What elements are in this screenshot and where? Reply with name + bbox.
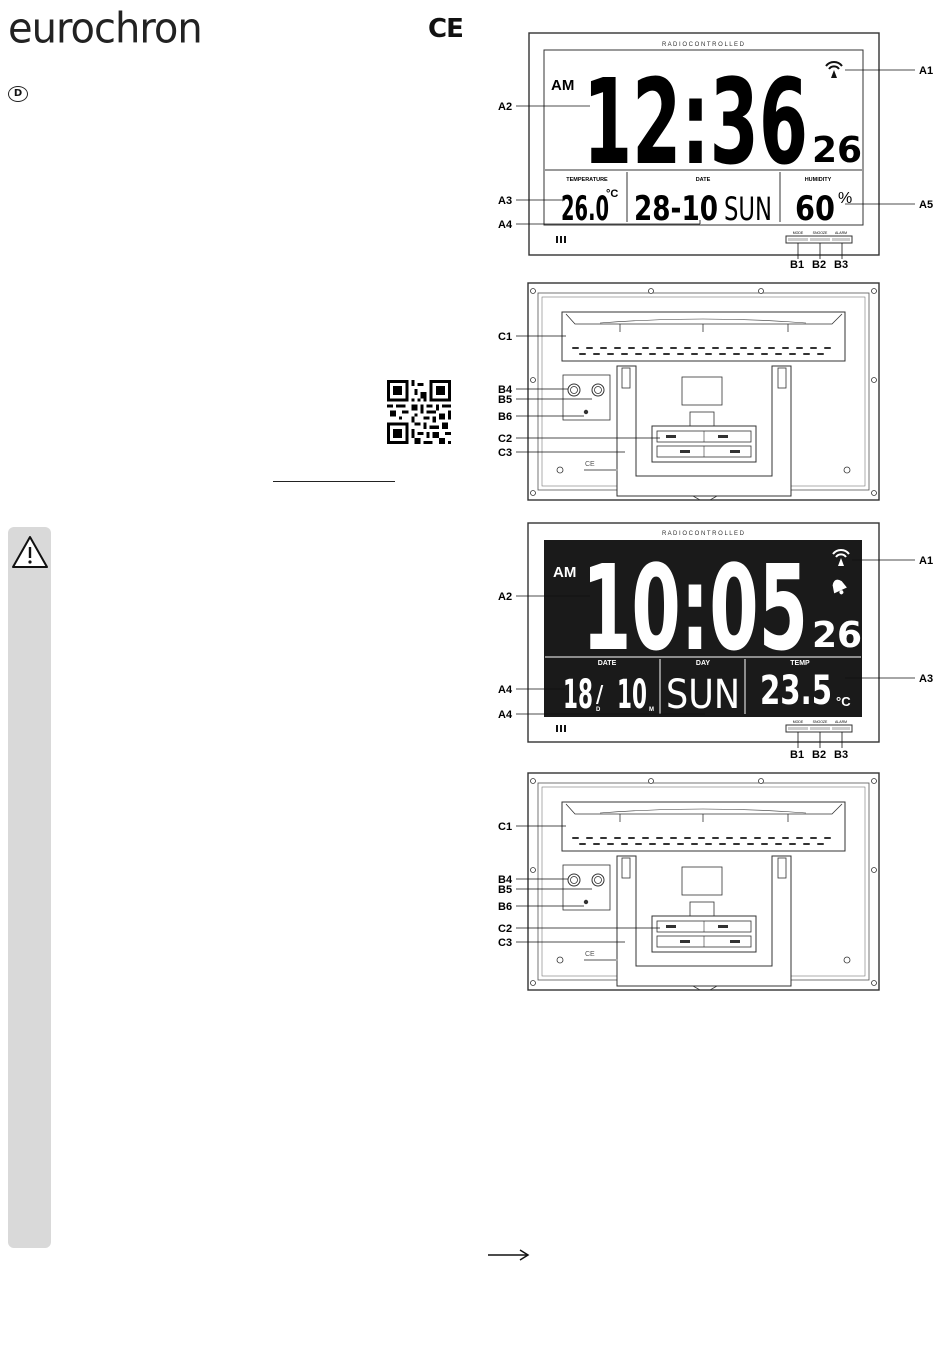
callout-C3: C3	[498, 447, 512, 459]
clock1-seconds: 26	[812, 130, 862, 171]
callout-B5-2: B5	[498, 884, 512, 896]
callout-C3-2: C3	[498, 937, 512, 949]
callout-B3-2: B3	[834, 749, 848, 761]
callout-B5: B5	[498, 394, 512, 406]
svg-text:ALARM: ALARM	[835, 231, 847, 235]
callout-A4-2: A4	[498, 684, 513, 696]
clock2-mode-button[interactable]	[788, 727, 808, 730]
callout-C1-2: C1	[498, 821, 512, 833]
callout-B3: B3	[834, 259, 848, 271]
callout-B6-2: B6	[498, 901, 512, 913]
clock2-front: R A D I O C O N T R O L L E D AM 10:05 2…	[527, 522, 880, 743]
clock2-temp-label: TEMP	[790, 660, 810, 667]
clock1-ampm: AM	[551, 77, 574, 94]
back-ce-mark: CE	[585, 461, 595, 468]
svg-text:ALARM: ALARM	[835, 720, 847, 724]
callout-A4-3: A4	[498, 709, 513, 721]
clock2-day: SUN	[666, 672, 740, 718]
callout-A4: A4	[498, 219, 513, 231]
bell-icon	[832, 579, 847, 595]
callout-A3: A3	[498, 195, 512, 207]
callout-C1: C1	[498, 331, 512, 343]
svg-text:MODE: MODE	[793, 720, 804, 724]
svg-text:MODE: MODE	[793, 231, 804, 235]
clock2-radio-label: R A D I O C O N T R O L L E D	[662, 531, 745, 537]
clock1-mode-button[interactable]	[788, 238, 808, 241]
callout-B2: B2	[812, 259, 826, 271]
clock1-alarm-button[interactable]	[832, 238, 850, 241]
clock1-date-label: DATE	[696, 177, 711, 183]
radio-signal-icon	[825, 61, 843, 78]
svg-text:SNOOZE: SNOOZE	[813, 720, 828, 724]
clock2-date-day: 18	[563, 672, 593, 718]
clock2-ampm: AM	[553, 564, 576, 581]
clock1-temp-value: 26.0	[561, 189, 609, 229]
clock2-time: 10:05	[582, 539, 808, 677]
clock2-seconds: 26	[812, 615, 862, 656]
clock1-temp-label: TEMPERATURE	[566, 177, 608, 183]
clock1-time: 12:36	[583, 53, 808, 191]
callout-B1-2: B1	[790, 749, 804, 761]
clock2-date-label: DATE	[598, 660, 617, 667]
callout-A1-2: A1	[919, 555, 933, 567]
svg-text:SNOOZE: SNOOZE	[813, 231, 828, 235]
clock2-temp-unit: °C	[836, 694, 851, 709]
clock2-snooze-button[interactable]	[810, 727, 830, 730]
warning-icon	[12, 536, 48, 568]
callout-C2-2: C2	[498, 923, 512, 935]
clock1-humidity-value: 60	[795, 189, 835, 229]
clock1-back: CE	[527, 282, 880, 501]
battery-marks	[556, 725, 566, 732]
clock2-day-label: DAY	[696, 660, 710, 667]
callout-B4-2: B4	[498, 874, 513, 886]
qr-code[interactable]	[387, 380, 451, 444]
clock2-back	[527, 772, 880, 991]
brand-logo: eurochron	[8, 4, 203, 54]
clock1-humidity-label: HUMIDITY	[805, 177, 832, 183]
clock2-date-month: 10	[617, 672, 647, 718]
clock1-humidity-unit: %	[838, 190, 852, 207]
callout-B4: B4	[498, 384, 513, 396]
ce-mark: CE	[428, 14, 464, 44]
callout-A3-2: A3	[919, 673, 933, 685]
clock1-front: R A D I O C O N T R O L L E D AM 12:36 2…	[528, 32, 880, 256]
callout-A2: A2	[498, 101, 512, 113]
clock1-date-value: 28-10	[634, 189, 718, 229]
callout-C2: C2	[498, 433, 512, 445]
callout-A5: A5	[919, 199, 933, 211]
arrow-right-icon	[488, 1249, 530, 1261]
clock1-day: SUN	[724, 190, 772, 228]
callout-B2-2: B2	[812, 749, 826, 761]
divider-line	[273, 481, 395, 482]
callout-B6: B6	[498, 411, 512, 423]
callout-B1: B1	[790, 259, 804, 271]
clock2-m-marker: M	[649, 707, 654, 713]
radio-signal-icon	[832, 549, 850, 566]
clock1-radio-label: R A D I O C O N T R O L L E D	[662, 42, 745, 48]
callout-A1: A1	[919, 65, 933, 77]
clock2-date-separator: /	[596, 680, 604, 710]
callout-A2-2: A2	[498, 591, 512, 603]
clock2-temp-value: 23.5	[760, 668, 832, 714]
clock1-temp-unit: °C	[606, 188, 618, 200]
clock2-alarm-button[interactable]	[832, 727, 850, 730]
battery-marks	[556, 236, 566, 243]
warning-sidebar	[8, 527, 51, 1248]
language-badge: D	[8, 86, 28, 102]
clock1-snooze-button[interactable]	[810, 238, 830, 241]
clock2-d-marker: D	[596, 707, 601, 713]
